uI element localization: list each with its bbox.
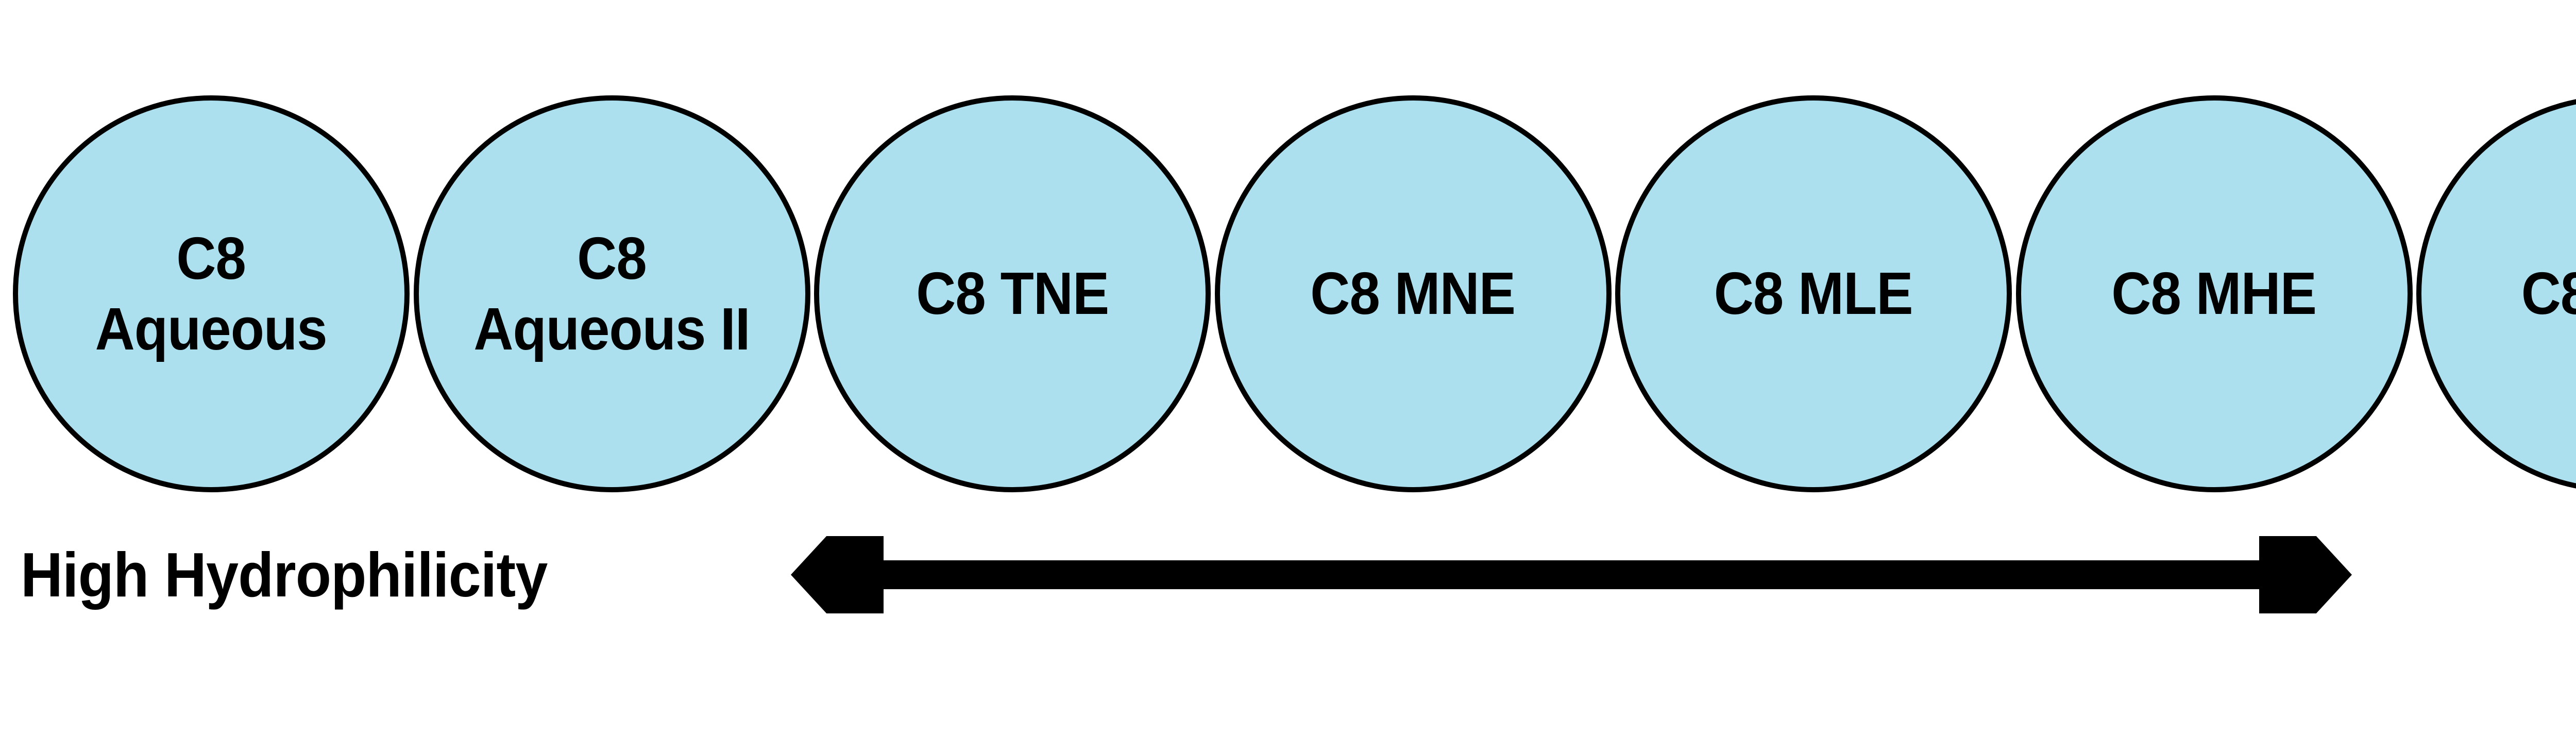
axis-label-left: High Hydrophilicity	[21, 540, 548, 610]
formulation-label-line1: C8 TNE	[916, 260, 1109, 327]
double-headed-arrow-icon	[791, 536, 2352, 613]
formulation-label-c8-tle: C8 TLE	[2521, 257, 2576, 330]
formulation-circle-c8-tle[interactable]: C8 TLE	[2416, 95, 2576, 492]
formulation-label-c8-tne: C8 TNE	[916, 257, 1109, 330]
formulation-label-line1: C8 MNE	[1310, 260, 1516, 327]
formulation-label-c8-mle: C8 MLE	[1714, 257, 1913, 330]
formulation-label-c8-mne: C8 MNE	[1311, 257, 1516, 330]
formulation-label-line1: C8	[577, 225, 647, 292]
formulation-circle-c8-mhe[interactable]: C8 MHE	[2015, 95, 2413, 492]
formulation-label-line1: C8 TLE	[2521, 260, 2576, 327]
formulation-circle-c8-tne[interactable]: C8 TNE	[814, 95, 1211, 492]
formulation-label-line1: C8 MLE	[1714, 260, 1913, 327]
formulation-label-line2: Aqueous	[95, 295, 328, 362]
formulation-label-c8-mhe: C8 MHE	[2112, 257, 2317, 330]
formulation-circle-c8-mne[interactable]: C8 MNE	[1214, 95, 1612, 492]
formulation-label-line1: C8	[176, 225, 247, 292]
formulation-label-line2: Aqueous II	[473, 295, 750, 362]
formulation-circle-c8-mle[interactable]: C8 MLE	[1615, 95, 2012, 492]
hydrophobicity-axis: High Hydrophilicity High Hydrophobicity	[0, 515, 2576, 634]
formulation-label-line1: C8 MHE	[2111, 260, 2317, 327]
